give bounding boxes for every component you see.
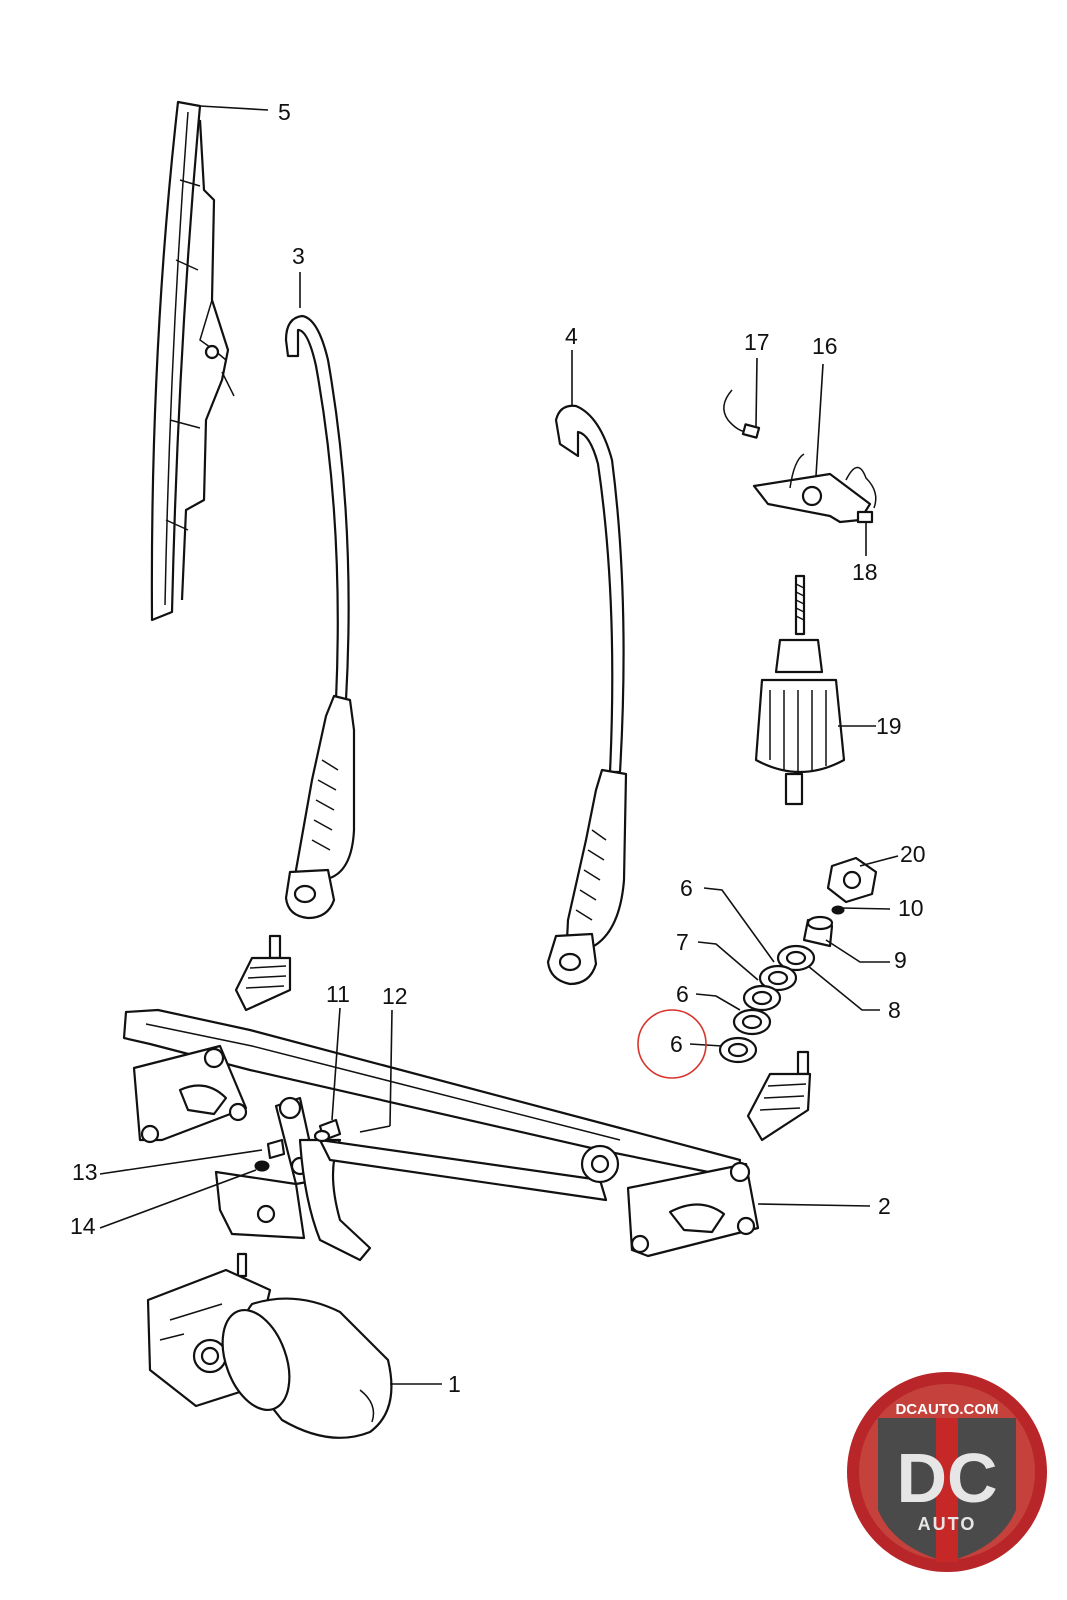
label-17: 17 (744, 329, 770, 355)
label-14: 13 (72, 1159, 98, 1185)
wiper-blade-drawing (150, 100, 235, 622)
label-18: 18 (852, 559, 878, 585)
label-13: 12 (382, 983, 408, 1009)
label-8: 7 (676, 929, 689, 955)
armature-drawing (754, 574, 846, 806)
label-4: 4 (565, 323, 578, 349)
label-2: 2 (878, 1193, 891, 1219)
logo-top-text: DCAUTO.COM (895, 1401, 998, 1418)
label-11: 10 (898, 895, 924, 921)
washer-stack-drawing (718, 856, 878, 1064)
label-9: 8 (888, 997, 901, 1023)
logo-main-text: DC (896, 1439, 997, 1517)
label-12: 11 (326, 981, 350, 1007)
label-5: 5 (278, 99, 291, 125)
label-7: 6 (676, 981, 689, 1007)
brush-plate-drawing (723, 389, 877, 524)
label-6-top: 6 (680, 875, 693, 901)
label-15: 14 (70, 1213, 96, 1239)
label-6-circled: 6 (670, 1031, 683, 1057)
label-20: 20 (900, 841, 926, 867)
label-3: 3 (292, 243, 305, 269)
linkage-frame-drawing (122, 934, 812, 1262)
label-10: 9 (894, 947, 907, 973)
label-1: 1 (448, 1371, 461, 1397)
logo-bottom-text: AUTO (918, 1514, 977, 1534)
dcauto-logo: DCAUTO.COM DC AUTO (847, 1372, 1047, 1572)
wiper-arm-left-drawing (284, 314, 356, 920)
motor-drawing (146, 1252, 393, 1439)
part-labels: 5 3 4 17 16 18 19 20 10 9 8 6 7 6 6 11 1… (70, 99, 926, 1397)
highlight-circle (637, 1009, 707, 1079)
wiper-arm-right-drawing (546, 404, 628, 986)
leader-lines (99, 105, 899, 1385)
label-19: 19 (876, 713, 902, 739)
label-16: 16 (812, 333, 838, 359)
